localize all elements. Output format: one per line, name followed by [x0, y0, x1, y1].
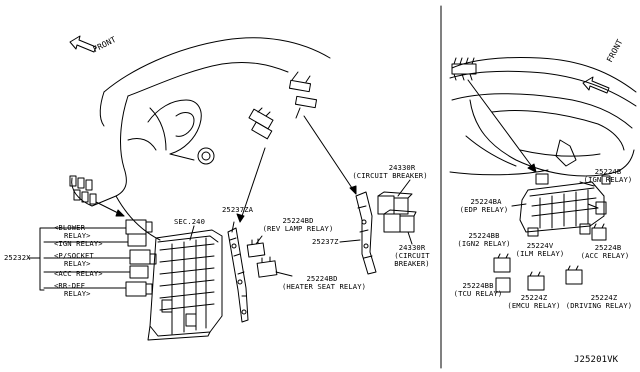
rev-lamp-relay: [246, 238, 266, 258]
rev-lamp-part-number: 25224BD: [282, 216, 314, 225]
sec-leader: [189, 225, 195, 241]
heater-seat-relay: [256, 256, 278, 278]
tcu-relay-label: (TCU RELAY): [453, 289, 503, 298]
emcu-relay-part: [527, 271, 545, 291]
edp-relay-label: (EDP RELAY): [459, 205, 509, 214]
breaker-bottom-part-number: 24330R: [398, 243, 426, 252]
bracket-25237za: [227, 227, 249, 323]
rrdef-relay-label-2: RELAY>: [64, 289, 91, 298]
ign2-relay-part-number: 25224BB: [468, 231, 500, 240]
breaker-bracket: [355, 191, 377, 275]
breaker-top-part-number: 24330R: [388, 163, 416, 172]
ign-relay-small: [601, 175, 611, 185]
psocket-relay-label-1: <P/SOCKET: [54, 251, 94, 260]
sec-reference: SEC.240: [174, 217, 205, 226]
ilm-relay-label: (ILM RELAY): [515, 249, 565, 258]
clip-part-number: 25237Z: [312, 237, 339, 246]
ign2-relay-label: (IGN2 RELAY): [457, 239, 511, 248]
circuit-breaker-lower: [383, 209, 417, 233]
top-connector-right: [451, 57, 477, 81]
dashboard-outline: [71, 37, 331, 241]
heater-seat-part-number: 25224BD: [306, 274, 338, 283]
diagram-id: J25201VK: [574, 355, 619, 365]
emcu-relay-label: (EMCU RELAY): [507, 301, 561, 310]
ign-relay-part-number-right: 25224B: [594, 167, 622, 176]
driving-relay-part: [565, 265, 583, 285]
psocket-relay-label-2: RELAY>: [64, 259, 91, 268]
breaker-bottom-label-2: BREAKER): [394, 259, 430, 268]
part-bracket: [27, 227, 45, 291]
relay-block-right: [519, 173, 607, 235]
ign2-relay-part: [493, 253, 511, 273]
acc-relay-part: [591, 223, 607, 241]
steering-column: [147, 99, 215, 165]
bracket-part-number: 25237ZA: [222, 205, 253, 214]
tcu-relay-part: [495, 277, 511, 293]
ilm-relay-part-number: 25224V: [526, 241, 554, 250]
acc-relay-part-number-right: 25224B: [594, 243, 622, 252]
relay-group-part-number: 25232X: [4, 253, 31, 262]
blower-relay-label-2: RELAY>: [64, 231, 91, 240]
dash-connector: [248, 107, 274, 140]
breaker-bottom-label-1: (CIRCUIT: [394, 251, 430, 260]
rrdef-relay-label-1: <RR-DEF: [54, 281, 85, 290]
rev-lamp-relay-label: (REV LAMP RELAY): [262, 224, 334, 233]
ilm-relay-part: [527, 227, 539, 237]
front-arrow-left-icon: [69, 35, 97, 53]
long-arrow-3: [467, 79, 537, 173]
vehicle-rear-outline: [449, 57, 637, 177]
driving-relay-label: (DRIVING RELAY): [565, 301, 633, 310]
fuse-block: [147, 229, 223, 341]
acc-relay-label: <ACC RELAY>: [54, 269, 103, 278]
ign-relay-label: <IGN RELAY>: [54, 239, 103, 248]
relay-cluster-small: [69, 175, 97, 205]
edp-relay-part-number: 25224BA: [470, 197, 502, 206]
ign-relay-label-right: (IGN RELAY): [583, 175, 633, 184]
tcu-relay-part-number: 25224BB: [462, 281, 494, 290]
driving-relay-part-number: 25224Z: [590, 293, 618, 302]
blower-relay-label-1: <BLOWER: [54, 223, 85, 232]
heater-seat-relay-label: (HEATER SEAT RELAY): [281, 282, 367, 291]
bracket-connectors-top: [288, 71, 318, 119]
breaker-top-label: (CIRCUIT BREAKER): [352, 171, 428, 180]
long-arrow-1: [239, 147, 266, 223]
emcu-relay-part-number: 25224Z: [520, 293, 548, 302]
acc-relay-label-right: (ACC RELAY): [580, 251, 630, 260]
long-arrow-2: [303, 115, 357, 195]
